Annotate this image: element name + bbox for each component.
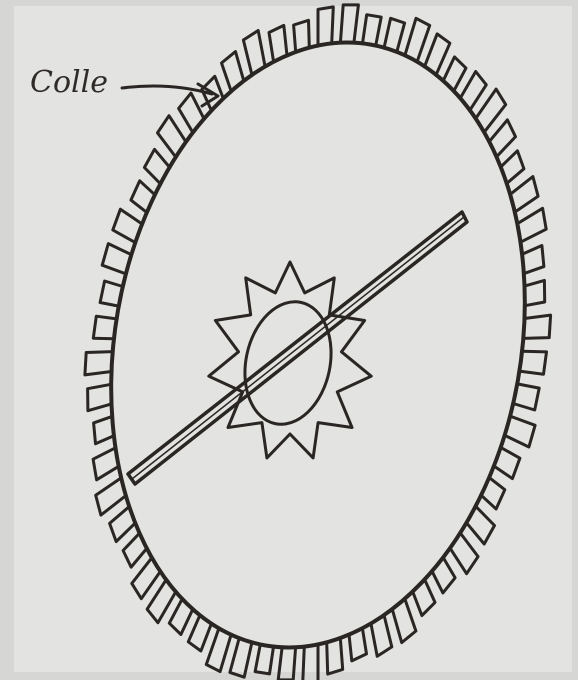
colle-label: Colle [30, 65, 108, 100]
